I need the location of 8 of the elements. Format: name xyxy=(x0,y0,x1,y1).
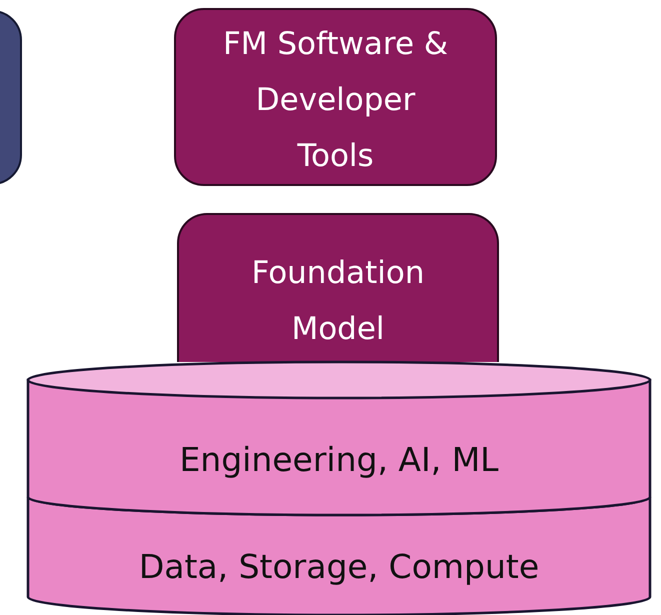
cylinder-layer xyxy=(28,362,650,515)
layer-label: FM Software & Developer Tools xyxy=(222,25,450,176)
layer-label: Data, Storage, Compute xyxy=(138,546,540,588)
layer-box xyxy=(174,8,497,186)
cylinder-layer xyxy=(28,497,650,615)
layer-label: Foundation Model xyxy=(250,254,426,349)
layer-label: Engineering, AI, ML xyxy=(178,439,500,481)
layer-box xyxy=(177,213,499,362)
